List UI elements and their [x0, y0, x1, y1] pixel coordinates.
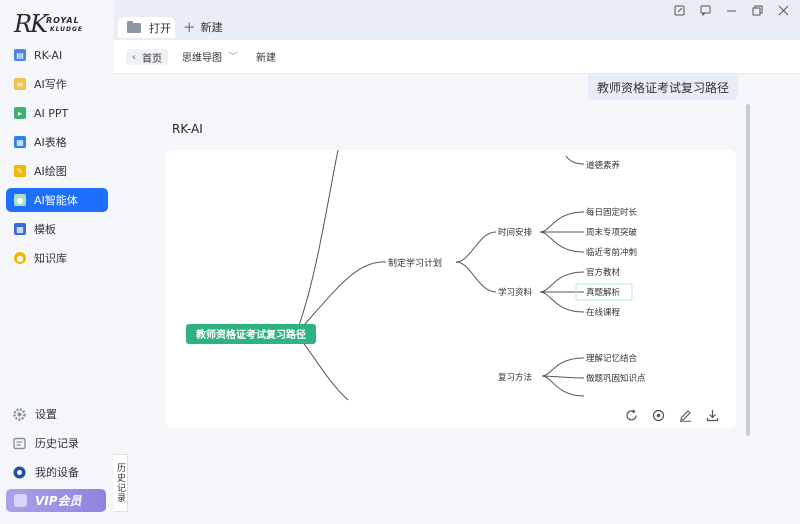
new-tab-label: 新建: [200, 21, 223, 34]
sidebar-item-ai-table[interactable]: ▦ AI表格: [6, 130, 108, 154]
history-button[interactable]: 历史记录: [6, 431, 108, 455]
agent-icon: ●: [14, 194, 26, 206]
pencil-icon[interactable]: [678, 408, 693, 423]
mindmap-card: 教师资格证考试复习路径 制定学习计划 道德素养 时间安排 每日固定时长 周末专项…: [166, 150, 736, 428]
mindmap-root-label: 教师资格证考试复习路径: [195, 328, 306, 341]
sidebar-item-ai-agent[interactable]: ● AI智能体: [6, 188, 108, 212]
sidebar-item-label: 模板: [34, 223, 56, 236]
scrollbar[interactable]: [746, 104, 750, 436]
sidebar-item-label: AI表格: [34, 136, 67, 149]
my-devices-button[interactable]: 我的设备: [6, 460, 108, 484]
sidebar-item-label: AI绘图: [34, 165, 67, 178]
mindmap-leaf: 做题巩固知识点: [586, 373, 646, 384]
mindmap-leaf: 道德素养: [586, 160, 621, 171]
settings-button[interactable]: 设置: [6, 402, 108, 426]
sidebar-bottom: 设置 历史记录 我的设备: [6, 402, 108, 489]
chevron-down-icon[interactable]: ﹀: [228, 52, 238, 63]
folder-icon: [127, 20, 141, 33]
rk-ai-icon: ▤: [14, 49, 26, 61]
sidebar-item-knowledge-base[interactable]: ● 知识库: [6, 246, 108, 270]
home-button[interactable]: ‹ 首页: [126, 49, 168, 65]
my-devices-label: 我的设备: [35, 466, 79, 479]
breadcrumb-new[interactable]: 新建: [256, 53, 276, 64]
tab-bar: 打开 + 新建: [114, 0, 800, 40]
mindmap-branch-label: 制定学习计划: [388, 257, 442, 269]
vip-label: VIP会员: [35, 494, 82, 508]
logo-line-2: KLUDGE: [50, 26, 84, 33]
mindmap-group-label: 复习方法: [498, 372, 532, 383]
home-label: 首页: [142, 53, 162, 65]
vip-button[interactable]: VIP会员: [6, 489, 106, 512]
table-icon: ▦: [14, 136, 26, 148]
history-side-tab[interactable]: 历史记录: [114, 454, 128, 512]
sidebar-item-rk-ai[interactable]: ▤ RK-AI: [6, 43, 108, 67]
mindmap-node-selection: [575, 283, 633, 301]
tab-open-label: 打开: [149, 21, 171, 35]
template-icon: ▦: [14, 223, 26, 235]
chat-area: 教师资格证考试复习路径 RK-AI 教师资格证考试复习: [114, 74, 800, 524]
close-icon[interactable]: [770, 2, 796, 18]
refresh-icon[interactable]: [624, 408, 639, 423]
sidebar-nav: ▤ RK-AI ≡ AI写作 ▸ AI PPT ▦ AI表格 ✎ AI绘图 ● …: [6, 43, 108, 275]
edit-icon[interactable]: [666, 2, 692, 18]
vip-icon: [14, 494, 27, 507]
ppt-icon: ▸: [14, 107, 26, 119]
sidebar-item-ai-ppt[interactable]: ▸ AI PPT: [6, 101, 108, 125]
mindmap-leaf: 官方教材: [586, 267, 621, 278]
target-icon[interactable]: [651, 408, 666, 423]
gear-icon: [13, 407, 26, 421]
mindmap-leaf: 临近考前冲刺: [586, 247, 637, 258]
sidebar-item-label: 知识库: [34, 252, 67, 265]
sidebar-item-label: RK-AI: [34, 48, 63, 62]
message-icon[interactable]: [692, 2, 718, 18]
settings-label: 设置: [35, 408, 57, 421]
sidebar-item-label: AI PPT: [34, 106, 69, 120]
history-icon: [13, 437, 26, 450]
mindmap-canvas[interactable]: 教师资格证考试复习路径 制定学习计划 道德素养 时间安排 每日固定时长 周末专项…: [166, 150, 736, 428]
mindmap-root-node: [186, 324, 316, 344]
tab-open[interactable]: 打开: [118, 17, 175, 38]
paint-icon: ✎: [14, 165, 26, 177]
breadcrumb: ‹ 首页 思维导图 ﹀ 新建: [114, 40, 800, 74]
sidebar-item-templates[interactable]: ▦ 模板: [6, 217, 108, 241]
restore-icon[interactable]: [744, 2, 770, 18]
breadcrumb-mindmap[interactable]: 思维导图: [182, 53, 222, 64]
chevron-left-icon: ‹: [132, 51, 136, 63]
sidebar: RK ROYAL KLUDGE ▤ RK-AI ≡ AI写作 ▸ AI PPT …: [0, 0, 114, 524]
mindmap-leaf: 真题解析: [586, 287, 621, 298]
plus-icon: +: [183, 17, 196, 36]
sidebar-item-label: AI智能体: [34, 194, 78, 207]
sidebar-item-ai-paint[interactable]: ✎ AI绘图: [6, 159, 108, 183]
royal-kludge-logo: RK ROYAL KLUDGE: [12, 10, 102, 42]
history-label: 历史记录: [35, 437, 79, 450]
minimize-icon[interactable]: [718, 2, 744, 18]
user-message: 教师资格证考试复习路径: [588, 74, 738, 100]
mindmap-group-label: 时间安排: [498, 227, 533, 238]
knowledge-icon: ●: [14, 252, 26, 264]
assistant-name: RK-AI: [172, 122, 203, 136]
sidebar-item-label: AI写作: [34, 78, 67, 91]
logo-line-1: ROYAL: [46, 16, 80, 25]
device-icon: [13, 466, 26, 479]
mindmap-leaf: 在线课程: [586, 307, 621, 318]
writing-icon: ≡: [14, 78, 26, 90]
mindmap-leaf: 每日固定时长: [586, 207, 638, 218]
window-controls: [666, 2, 796, 18]
mindmap-leaf: 周末专项突破: [586, 227, 638, 238]
mindmap-group-label: 学习资料: [498, 287, 533, 298]
download-icon[interactable]: [705, 408, 720, 423]
logo-mark: RK: [14, 10, 48, 38]
sidebar-item-ai-writing[interactable]: ≡ AI写作: [6, 72, 108, 96]
new-tab-button[interactable]: + 新建: [183, 19, 223, 35]
mindmap-toolbar: [624, 408, 720, 423]
mindmap-leaf: 理解记忆结合: [586, 353, 638, 364]
